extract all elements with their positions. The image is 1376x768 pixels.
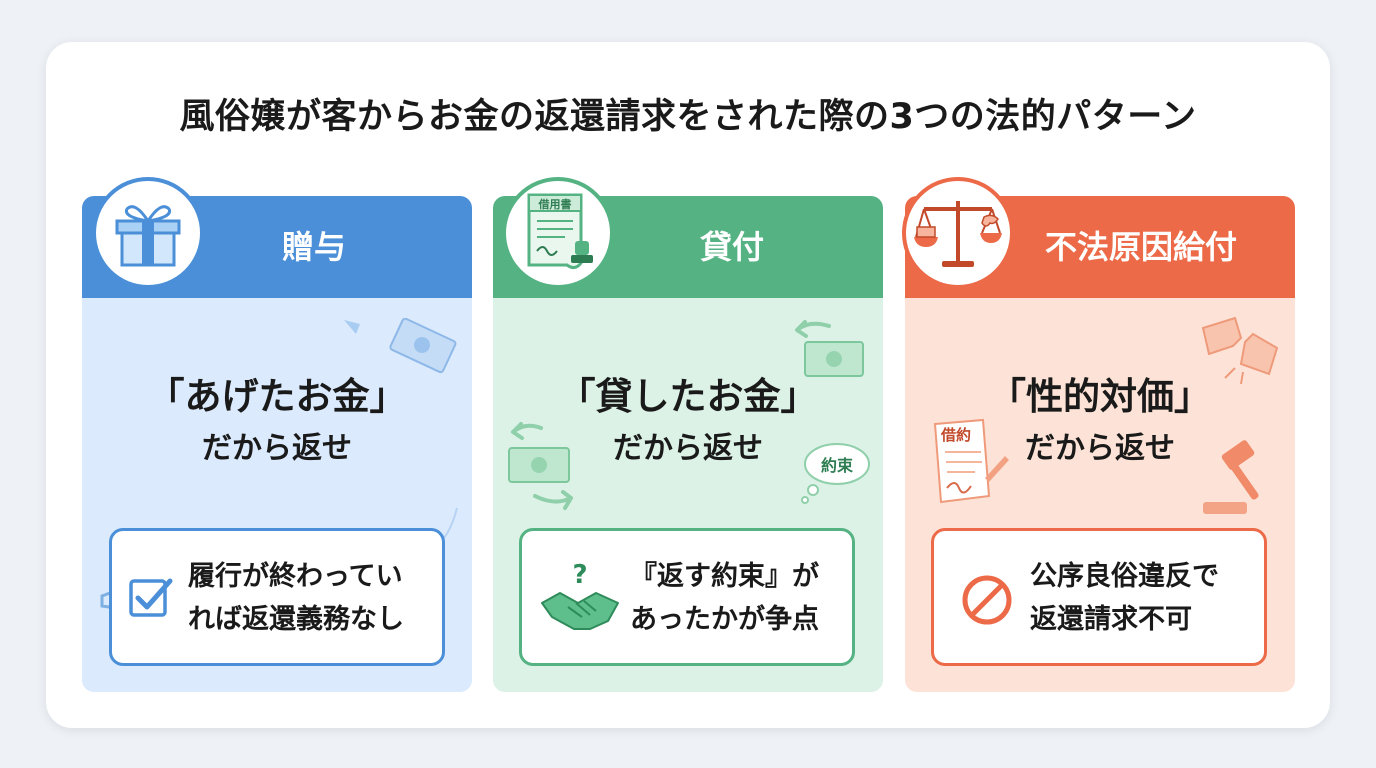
- scales-icon: [914, 201, 1002, 267]
- banknote-icon: [389, 318, 457, 374]
- banknote-exchange-icon: [508, 422, 573, 510]
- loan-document-label: 借用書: [538, 197, 572, 211]
- card-loan-sub: だから返せ: [613, 431, 763, 466]
- card-illegal-result-line1: 公序良俗違反で: [1030, 561, 1219, 592]
- handshake-question-icon: ?: [541, 560, 619, 630]
- card-illegal-result-box: 公序良俗違反で 返還請求不可: [931, 528, 1267, 666]
- page-title: 風俗嬢が客からお金の返還請求をされた際の3つの法的パターン: [179, 97, 1197, 137]
- card-loan-result-line1: 『返す約束』が: [630, 561, 819, 592]
- loan-document-icon: 借用書: [527, 193, 593, 270]
- gavel-icon: [1203, 440, 1259, 514]
- contract-label: 借約: [941, 426, 972, 444]
- card-illegal-result-line2: 返還請求不可: [1030, 604, 1192, 635]
- card-illegal-sub: だから返せ: [1025, 431, 1175, 466]
- confetti-icon: [344, 320, 360, 334]
- card-gift-result-line1: 履行が終わってい: [188, 561, 403, 592]
- card-loan-result-box: ? 『返す約束』が あったかが争点: [519, 528, 855, 666]
- card-gift-sub: だから返せ: [202, 431, 352, 466]
- card-illegal: 不法原因給付 借約 「性的対価」 だから返せ 公序良俗違反で 返還請求不可: [905, 196, 1295, 692]
- torn-banknote-icon: [1201, 316, 1279, 385]
- card-loan-result-line2: あったかが争点: [630, 604, 819, 635]
- card-gift-result-box: 履行が終わってい れば返還義務なし: [109, 528, 445, 666]
- card-loan-quote: 「貸したお金」: [558, 375, 818, 418]
- card-loan-icon-badge: 借用書: [502, 177, 614, 289]
- card-illegal-icon-badge: [902, 177, 1014, 289]
- card-gift: 贈与 ¥ 「あげたお金」 だから返せ 履行が終わってい れば返還義務なし: [82, 196, 472, 692]
- card-illegal-quote: 「性的対価」: [989, 375, 1211, 418]
- card-gift-title: 贈与: [282, 228, 347, 266]
- card-illegal-title: 不法原因給付: [1045, 228, 1238, 266]
- checkbox-icon: [129, 578, 173, 617]
- bubble-label: 約束: [820, 456, 853, 475]
- banknote-arrow-icon: [795, 320, 864, 377]
- card-gift-result-line2: れば返還義務なし: [188, 604, 404, 635]
- prohibited-icon: [962, 575, 1012, 625]
- card-gift-quote: 「あげたお金」: [147, 375, 407, 418]
- card-gift-icon-badge: [92, 177, 204, 289]
- card-loan: 貸付 約束 「貸したお金」 だから返せ ? 『返す約束』が あったかが争点: [493, 196, 883, 692]
- gift-icon: [115, 205, 181, 267]
- svg-text:?: ?: [572, 560, 587, 590]
- contract-icon: [933, 418, 1009, 504]
- speech-bubble-icon: [801, 443, 870, 504]
- card-loan-title: 貸付: [700, 228, 765, 266]
